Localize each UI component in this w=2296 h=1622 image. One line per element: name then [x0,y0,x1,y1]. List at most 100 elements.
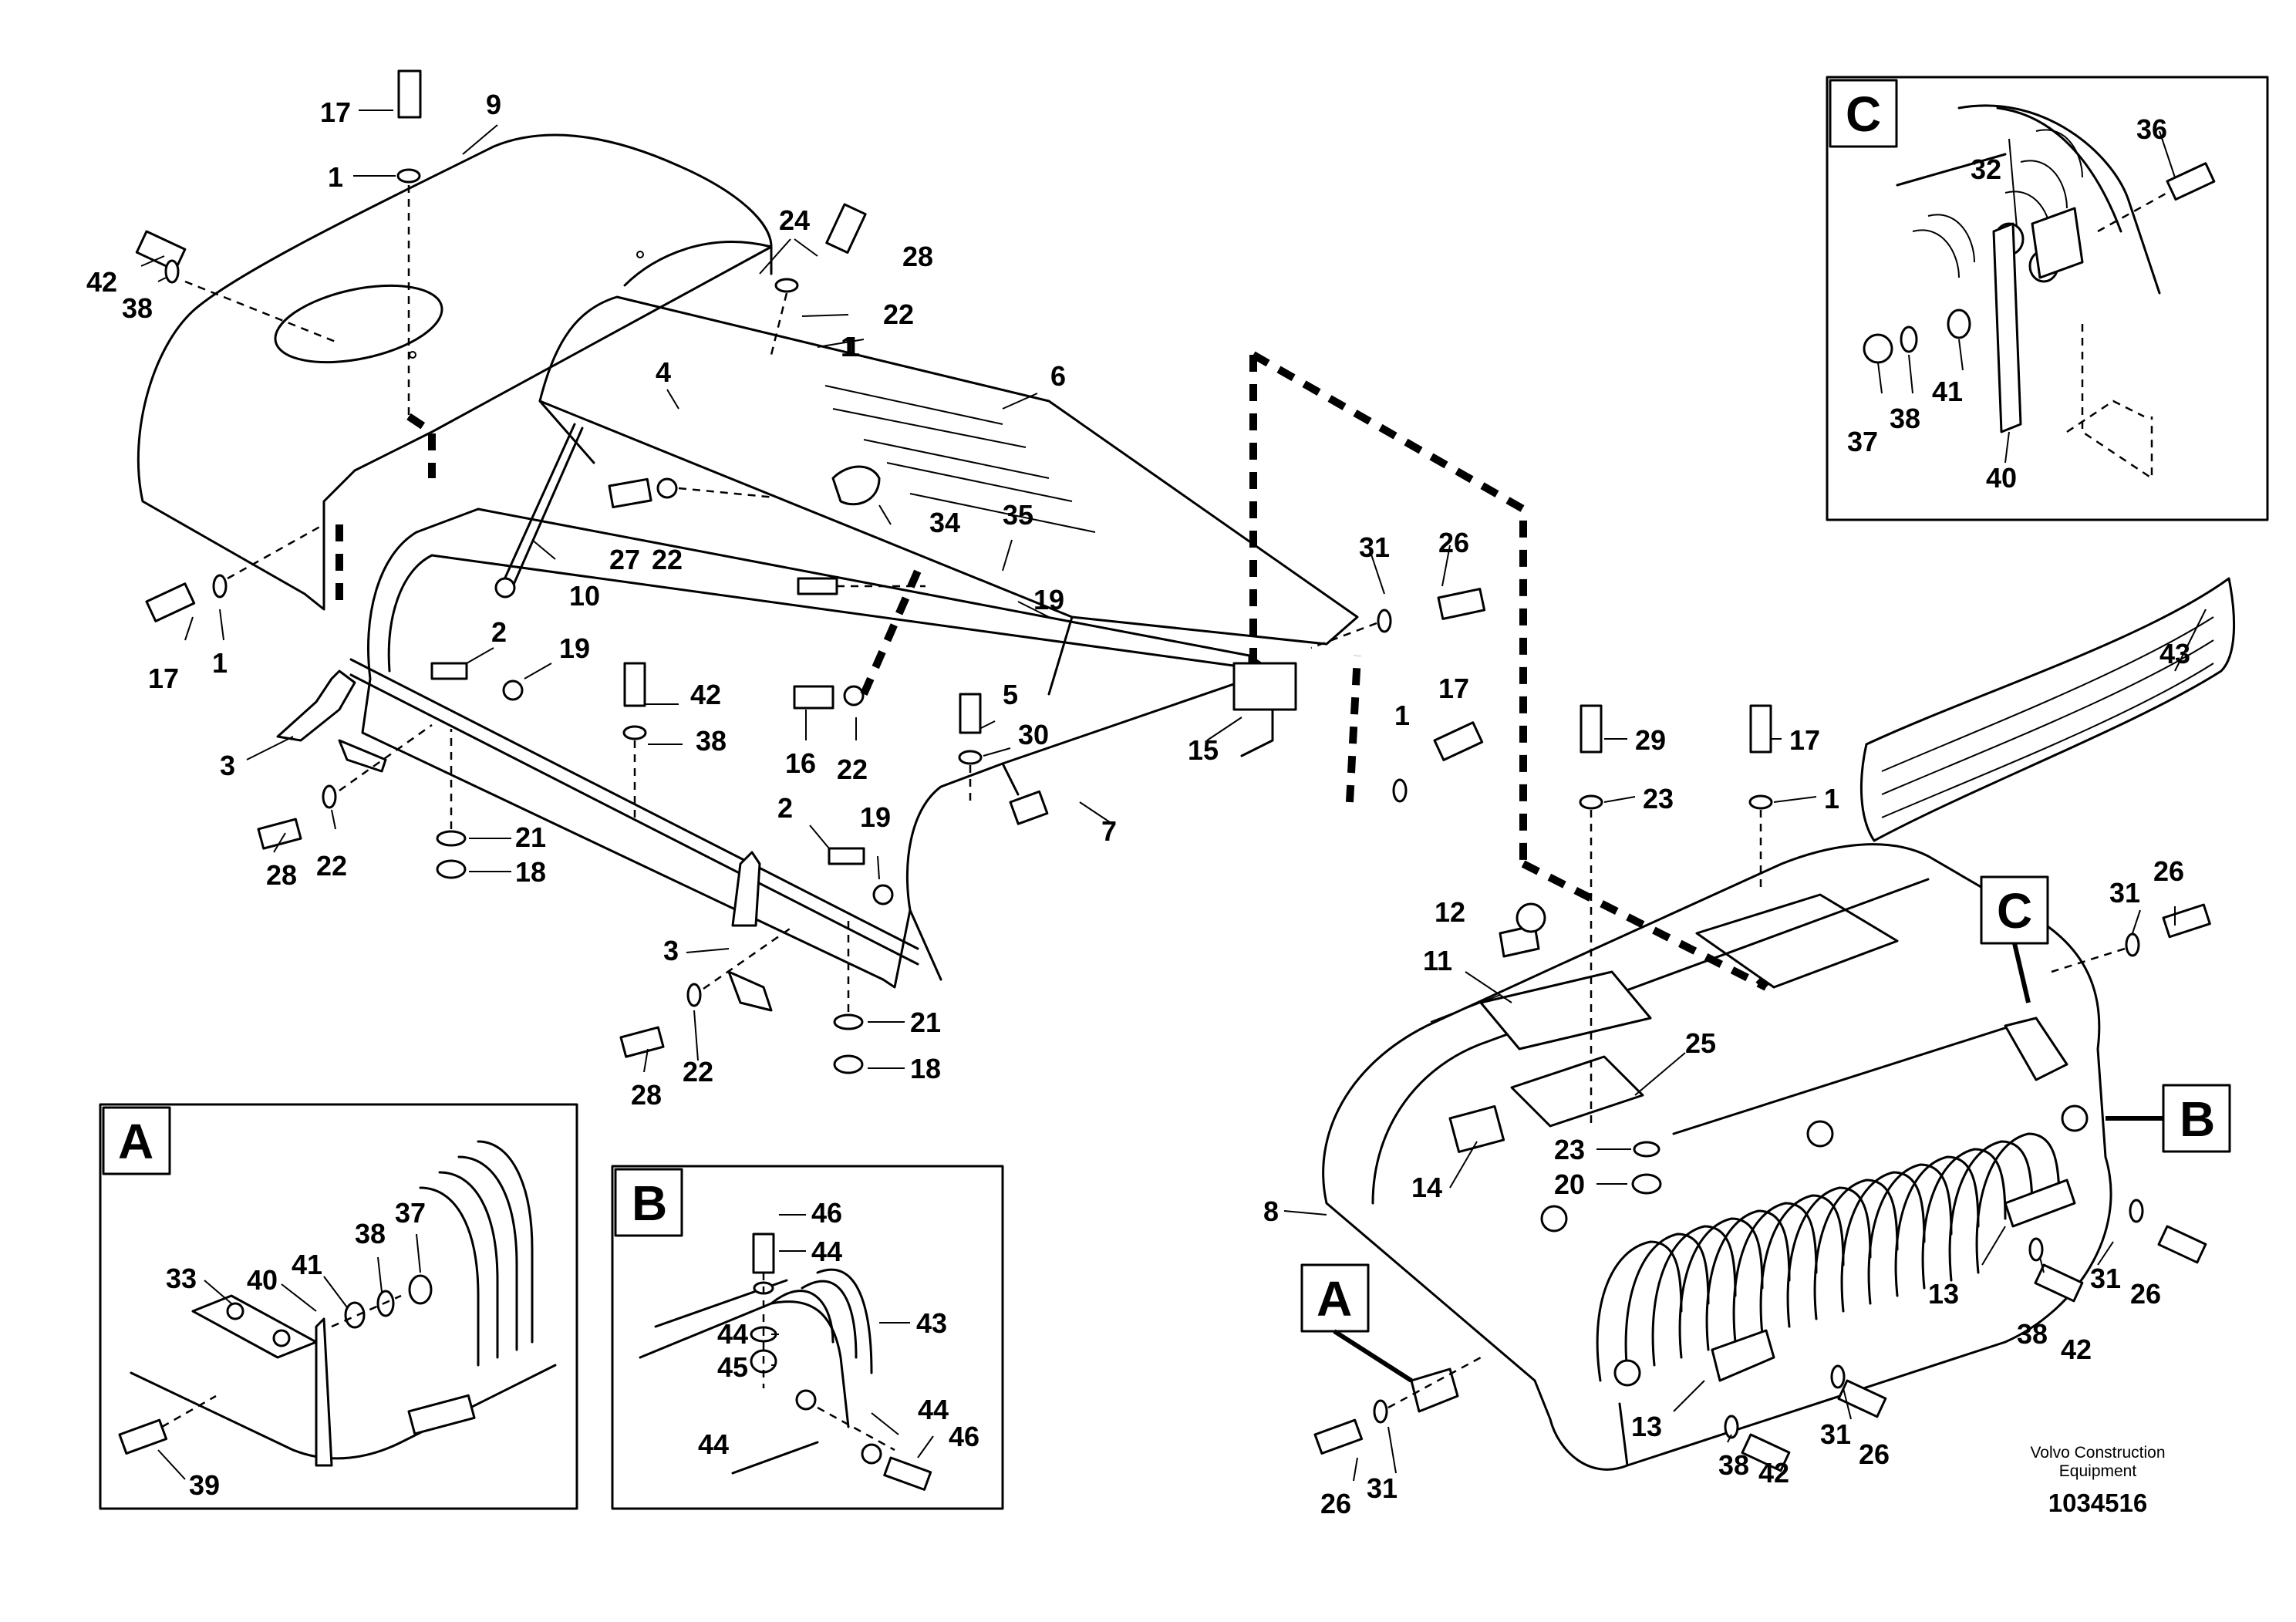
brand-line-1: Volvo Construction [2030,1444,2165,1462]
callout-37: 37 [395,1197,426,1229]
callout-22: 22 [652,544,683,575]
detail-b [611,1165,1004,1510]
filter-mesh-43 [1859,577,2236,842]
callout-26: 26 [1320,1488,1351,1519]
callout-9: 9 [486,89,501,120]
callout-17: 17 [1438,673,1469,704]
hood-6 [538,295,1359,696]
callout-8: 8 [1263,1195,1279,1227]
callout-43: 43 [2159,638,2190,669]
fasteners-right [1313,704,2211,1472]
callout-1: 1 [212,647,228,679]
callout-21: 21 [515,821,546,853]
callout-23: 23 [1643,783,1674,814]
callout-41: 41 [1932,376,1963,407]
callout-23: 23 [1554,1134,1585,1165]
detail-a-ref-label: A [1317,1271,1352,1327]
detail-c [1826,76,2269,521]
callout-45: 45 [717,1351,748,1383]
callout-37: 37 [1847,426,1878,457]
callout-2: 2 [777,792,793,824]
callout-22: 22 [883,298,914,330]
detail-a-label: A [118,1114,153,1169]
hood-cover-9 [137,133,773,611]
engine-hood-8 [1322,843,2112,1471]
callout-44: 44 [698,1428,729,1460]
callout-19: 19 [860,801,891,833]
callout-13: 13 [1928,1278,1959,1310]
callout-12: 12 [1435,896,1465,928]
callout-7: 7 [1101,815,1117,847]
callout-32: 32 [1971,153,2001,185]
callout-38: 38 [696,725,727,757]
callout-33: 33 [166,1263,197,1294]
detail-a [99,1103,578,1510]
callout-labels: 17 9 1 42 38 24 28 22 1 1 6 4 27 22 10 3… [86,89,2190,1519]
callout-28: 28 [266,859,297,891]
callout-24: 24 [779,204,810,236]
callout-44: 44 [918,1394,949,1425]
callout-15: 15 [1188,734,1219,766]
callout-44: 44 [717,1318,748,1350]
callout-22: 22 [837,754,868,785]
callout-16: 16 [785,747,816,779]
callout-1: 1 [841,331,856,363]
callout-31: 31 [1820,1418,1851,1450]
callout-18: 18 [910,1053,941,1084]
detail-ref-markers [1300,875,2231,1383]
callout-28: 28 [631,1079,662,1111]
callout-36: 36 [2136,113,2167,145]
callout-38: 38 [1890,403,1920,434]
callout-20: 20 [1554,1168,1585,1200]
callout-34: 34 [929,507,960,538]
fasteners-left [135,69,1768,1074]
callout-19: 19 [1033,584,1064,615]
callout-26: 26 [1438,527,1469,558]
callout-31: 31 [1359,531,1390,563]
callout-4: 4 [656,356,671,388]
callout-17: 17 [320,96,351,128]
callout-1: 1 [1824,783,1839,814]
callout-1: 1 [845,331,860,363]
callout-41: 41 [292,1249,322,1280]
callout-18: 18 [515,856,546,888]
callout-31: 31 [2109,877,2140,909]
callout-28: 28 [902,241,933,272]
detail-c-ref-label: C [1997,883,2032,939]
callout-21: 21 [910,1007,941,1038]
callout-46: 46 [811,1197,842,1229]
callout-40: 40 [247,1264,278,1296]
callout-17: 17 [1789,724,1820,756]
callout-40: 40 [1986,462,2017,494]
callout-26: 26 [2153,855,2184,887]
callout-1: 1 [1394,700,1410,731]
gas-strut-10 [494,423,584,599]
callout-43: 43 [916,1307,947,1339]
callout-42: 42 [86,266,117,298]
callout-22: 22 [683,1056,713,1088]
callout-3: 3 [663,935,679,966]
hood-top-parts [1410,893,2076,1413]
callout-42: 42 [1758,1457,1789,1489]
callout-38: 38 [355,1218,386,1249]
callout-26: 26 [1859,1438,1890,1470]
callout-14: 14 [1411,1172,1442,1203]
callout-38: 38 [2017,1318,2048,1350]
detail-b-ref-label: B [2180,1091,2215,1147]
latch-parts-left [276,662,894,1012]
callout-5: 5 [1003,679,1018,710]
callout-44: 44 [811,1236,842,1267]
callout-6: 6 [1050,360,1066,392]
footer: Volvo Construction Equipment 1034516 [2030,1444,2165,1517]
callout-39: 39 [189,1469,220,1501]
detail-c-label: C [1846,86,1881,142]
leader-lines [140,110,2207,1482]
callout-46: 46 [949,1421,979,1452]
brand-line-2: Equipment [2059,1462,2137,1480]
callout-31: 31 [2090,1263,2121,1294]
callout-29: 29 [1635,724,1666,756]
callout-2: 2 [491,616,507,648]
callout-19: 19 [559,632,590,664]
document-number: 1034516 [2048,1489,2147,1517]
callout-3: 3 [220,750,235,781]
